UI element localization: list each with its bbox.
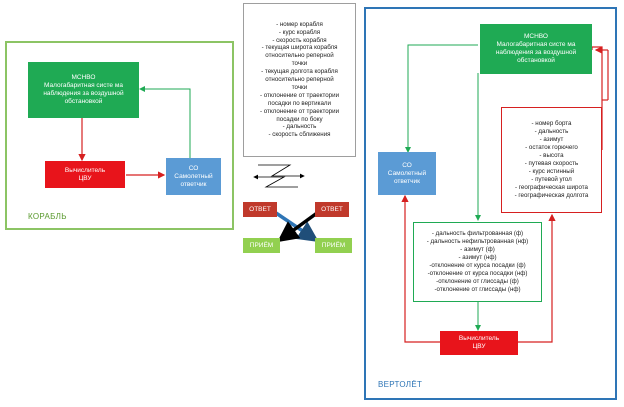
param-item: -отклонение от курса посадки (нф) xyxy=(427,269,528,277)
ship-to-heli-params-list: - номер корабля - курс корабля - скорост… xyxy=(243,3,356,157)
helicopter-frame xyxy=(364,7,617,400)
param-item: - номер корабля xyxy=(276,20,323,28)
param-item: - азимут (нф) xyxy=(458,254,497,262)
heli-computer-line: Вычислитель xyxy=(458,335,500,342)
ship-computer-line: ЦВУ xyxy=(78,174,92,182)
heli-mcnvo-title: МСНВО xyxy=(524,33,548,40)
param-item: - дальность xyxy=(282,123,317,131)
param-item: - скорость корабля xyxy=(272,36,327,44)
ship-computer-block: Вычислитель ЦВУ xyxy=(45,161,125,188)
param-item: - географическая широта xyxy=(515,183,588,191)
param-item: - дальность фильтрованная (ф) xyxy=(431,230,524,238)
ship-mcnvo-line: наблюдения за воздушной xyxy=(43,90,124,97)
helicopter-label: ВЕРТОЛЁТ xyxy=(378,380,423,389)
ship-mcnvo-title: МСНВО xyxy=(71,74,96,81)
cross-arrow-black xyxy=(277,211,319,243)
param-item: - текущая долгота корабля xyxy=(261,68,338,76)
param-item: - отклонение от траектории xyxy=(259,91,340,99)
param-item: посадки по боку xyxy=(276,115,323,123)
heli-transponder-line: Самолетный xyxy=(387,169,427,177)
ship-label: КОРАБЛЬ xyxy=(28,212,67,221)
heli-computer-line: ЦВУ xyxy=(472,343,486,350)
param-item: -отклонение от глиссады (ф) xyxy=(436,277,519,285)
param-item: - номер борта xyxy=(531,120,572,128)
ship-computer-line: Вычислитель xyxy=(64,166,106,174)
filtered-params-list: - дальность фильтрованная (ф) - дальност… xyxy=(413,222,542,302)
param-item: - дальность нефильтрованная (нф) xyxy=(426,238,529,246)
param-item: - отклонение от траектории xyxy=(259,107,340,115)
heli-mcnvo-block: МСНВО Малогабаритная систе ма наблюдения… xyxy=(480,24,592,74)
param-item: - географическая долгота xyxy=(514,191,589,199)
param-item: посадки по вертикали xyxy=(268,99,331,107)
param-item: - текущая широта корабля xyxy=(261,44,338,52)
heli-transponder-block: СО Самолетный ответчик xyxy=(378,152,436,195)
param-item: -отклонение от глиссады (нф) xyxy=(434,285,521,293)
ship-mcnvo-line: Малогабаритная систе ма xyxy=(44,82,123,89)
right-receive-box: ПРИЁМ xyxy=(315,238,352,253)
wireless-signal-symbol xyxy=(258,164,305,179)
heli-computer-transponder-link xyxy=(401,194,440,343)
param-item: - скорость сближения xyxy=(268,131,331,139)
left-reply-box: ОТВЕТ xyxy=(243,202,277,217)
param-item: - путевой угол xyxy=(531,175,572,183)
heli-computer-block: Вычислитель ЦВУ xyxy=(440,331,518,355)
heli-mcnvo-transponder-link xyxy=(405,44,478,153)
param-item: - высота xyxy=(539,152,564,160)
param-item: - азимут (ф) xyxy=(460,246,495,254)
ship-transponder-line: СО xyxy=(188,164,199,172)
ship-mcnvo-line: обстановкой xyxy=(64,98,103,105)
heli-mcnvo-line: обстановкой xyxy=(517,57,555,64)
ship-transponder-mcnvo-link xyxy=(139,86,191,158)
heli-mcnvo-line: наблюдения за воздушной xyxy=(495,49,577,56)
right-reply-box: ОТВЕТ xyxy=(315,202,349,217)
heli-computer-list-link xyxy=(518,213,556,343)
param-item: - азимут xyxy=(539,136,564,144)
ship-transponder-block: СО Самолетный ответчик xyxy=(166,158,221,195)
left-receive-box: ПРИЁМ xyxy=(243,238,280,253)
param-item: - дальность xyxy=(534,128,569,136)
param-item: относительно реперной xyxy=(265,52,334,60)
param-item: -отклонение от курса посадки (ф) xyxy=(429,262,526,269)
heli-transponder-line: ответчик xyxy=(393,177,421,185)
param-item: - остаток горючего xyxy=(525,144,578,152)
ship-transponder-line: ответчик xyxy=(180,180,207,188)
param-item: точки xyxy=(291,60,308,68)
param-item: относительно реперной xyxy=(265,76,334,84)
param-item: точки xyxy=(291,83,308,91)
param-item: - курс истинный xyxy=(528,167,575,175)
heli-transponder-line: СО xyxy=(402,161,412,169)
heli-mcnvo-line: Малогабаритная систе ма xyxy=(496,41,576,48)
param-item: - курс корабля xyxy=(278,28,321,36)
ship-frame xyxy=(5,41,234,230)
heli-to-ship-params-list: - номер борта - дальность - азимут - ост… xyxy=(501,107,602,213)
ship-transponder-line: Самолетный xyxy=(174,172,213,180)
ship-mcnvo-block: МСНВО Малогабаритная систе ма наблюдения… xyxy=(28,62,139,118)
param-item: - путевая скорость xyxy=(524,160,579,167)
